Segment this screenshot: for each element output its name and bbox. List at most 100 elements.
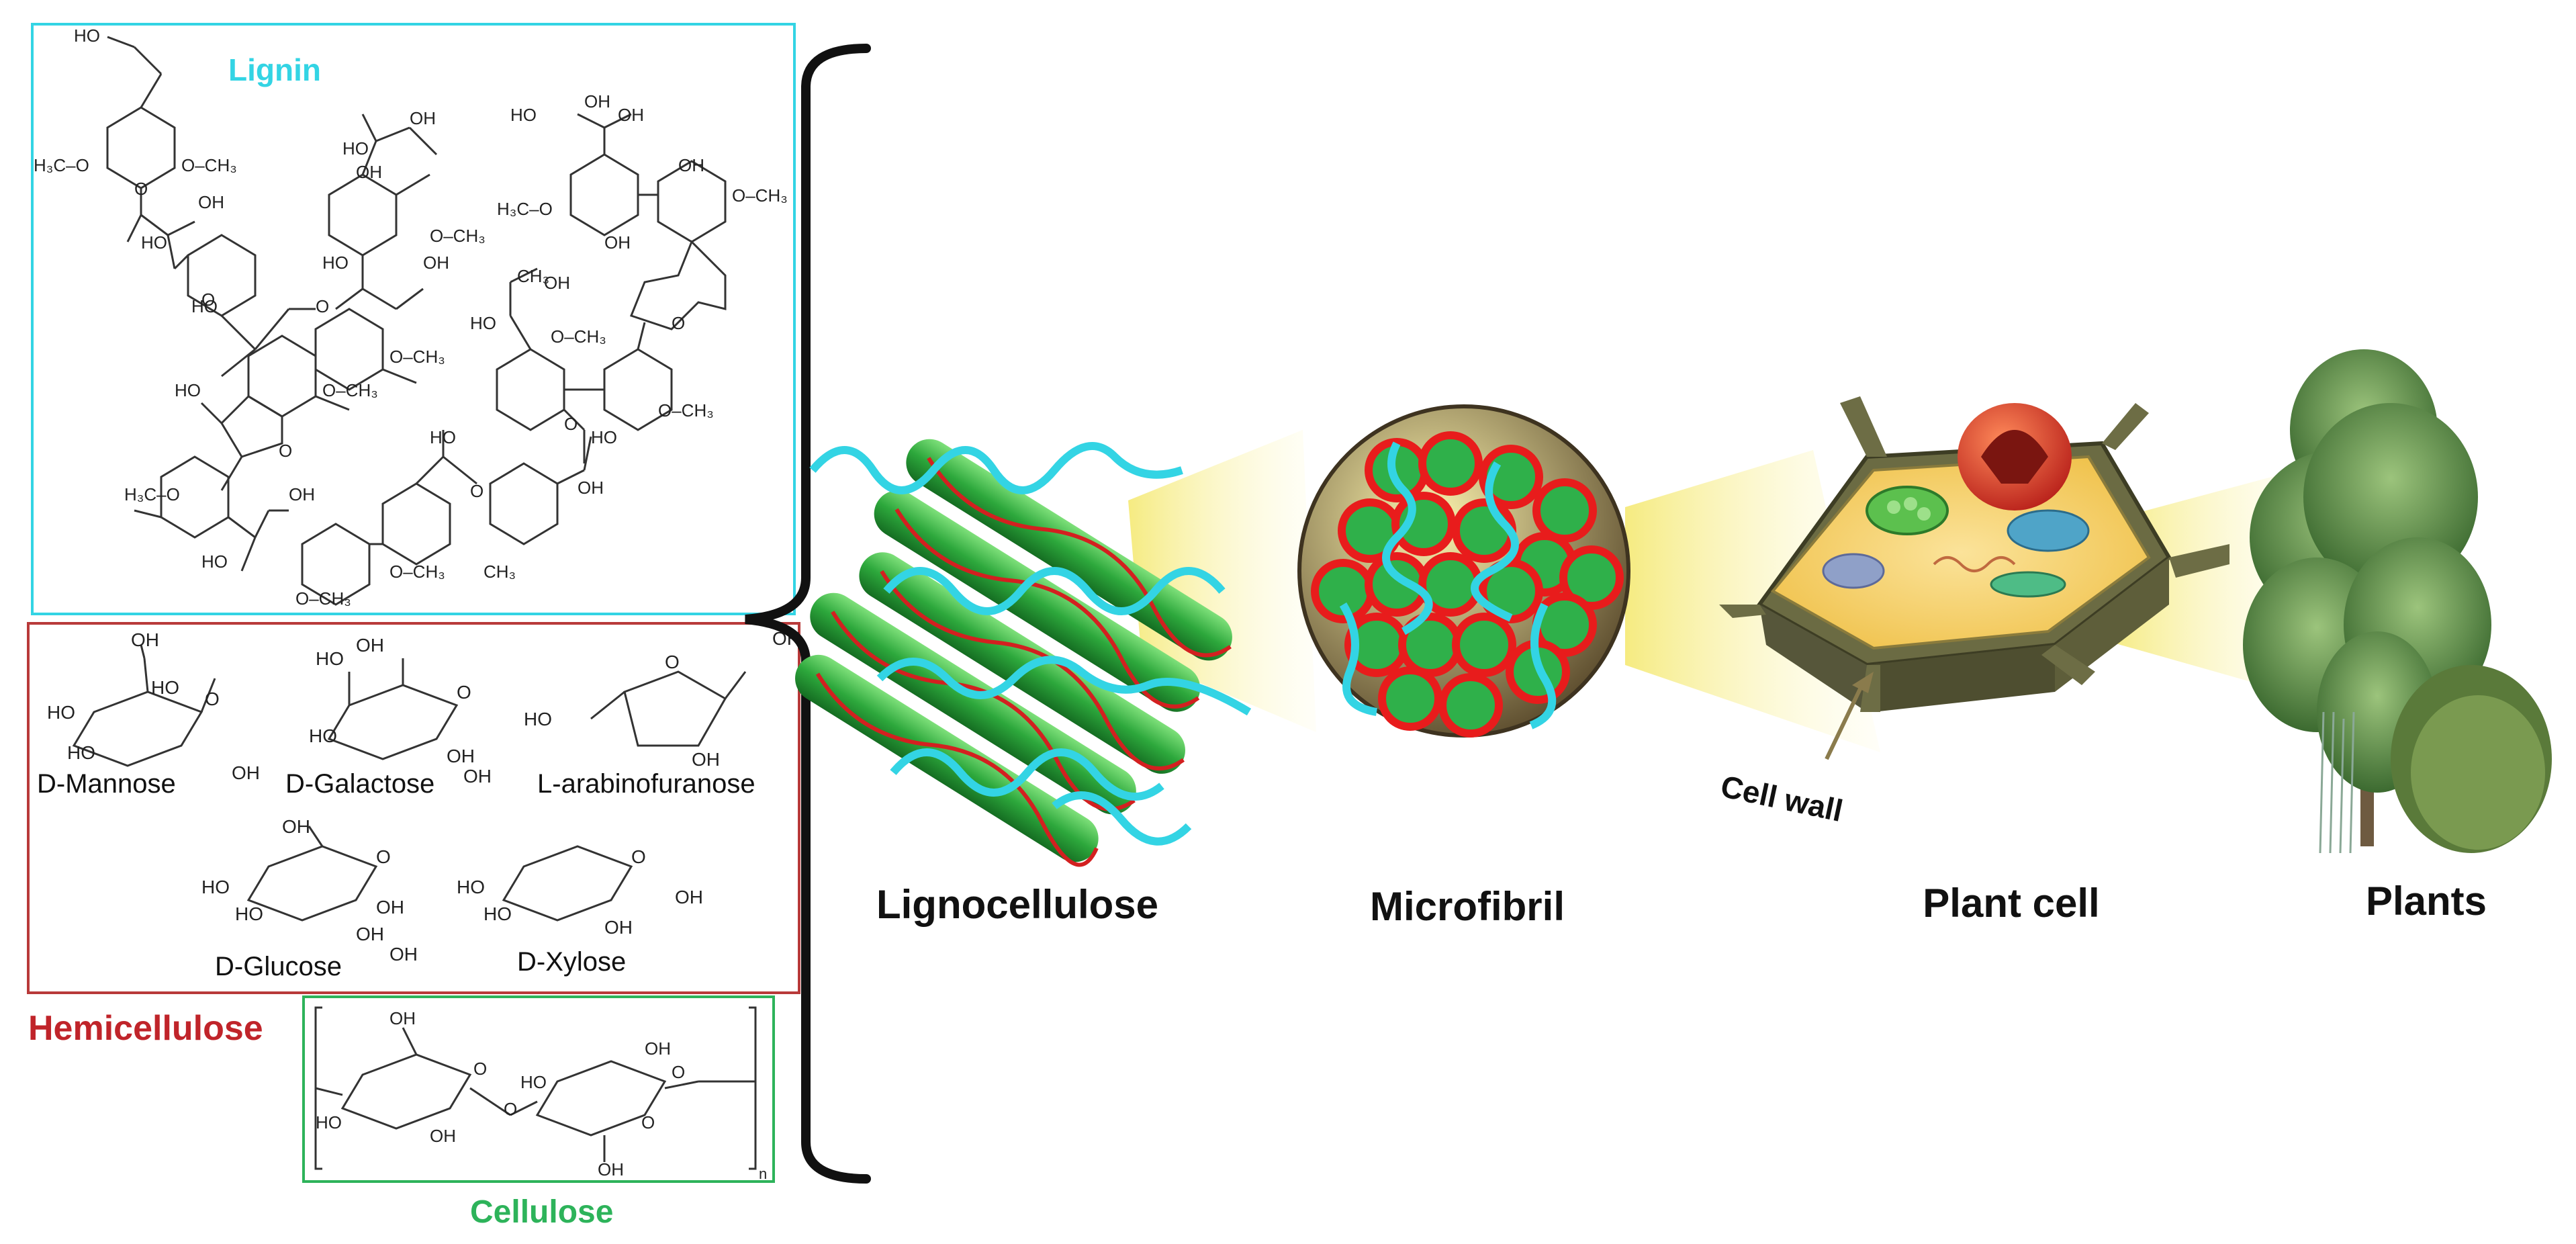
svg-text:O–CH₃: O–CH₃: [389, 347, 445, 367]
svg-text:HO: HO: [309, 725, 337, 746]
microfibril-unit: [1559, 545, 1624, 610]
svg-text:n: n: [759, 1165, 767, 1182]
microfibril-unit: [1452, 498, 1516, 563]
svg-text:OH: OH: [389, 944, 418, 965]
svg-text:O–CH₃: O–CH₃: [551, 326, 606, 347]
svg-text:CH₃: CH₃: [484, 562, 516, 582]
svg-text:HO: HO: [141, 232, 167, 253]
svg-text:OH: OH: [618, 105, 644, 125]
svg-text:OH: OH: [232, 762, 260, 783]
cellulose-atom-labels: OH O HO OH O OH HO O O OH n: [316, 1008, 767, 1182]
svg-text:O: O: [564, 414, 578, 434]
grouping-brace: [745, 44, 871, 1184]
svg-text:O: O: [205, 688, 220, 709]
lignin-box: [31, 23, 796, 615]
svg-text:O: O: [672, 313, 685, 333]
svg-text:CH₃: CH₃: [517, 266, 549, 286]
svg-text:OH: OH: [289, 484, 315, 504]
svg-text:OH: OH: [376, 897, 404, 918]
svg-text:O–CH₃: O–CH₃: [658, 400, 714, 420]
svg-text:O–CH₃: O–CH₃: [389, 562, 445, 582]
sugar-name-mannose: D-Mannose: [37, 769, 176, 799]
svg-text:OH: OH: [131, 629, 159, 650]
svg-text:O–CH₃: O–CH₃: [295, 588, 351, 609]
svg-text:HO: HO: [520, 1072, 547, 1092]
microfibril-unit: [1418, 431, 1483, 496]
svg-text:HO: HO: [74, 26, 100, 46]
sugar-name-arabinofuranose: L-arabinofuranose: [537, 769, 755, 799]
microfibril-unit: [1479, 445, 1543, 509]
microfibril-unit: [1378, 666, 1442, 731]
svg-text:H₃C–O: H₃C–O: [34, 155, 89, 175]
cell-wall-arrowhead: [1852, 672, 1874, 693]
svg-text:OH: OH: [447, 746, 475, 766]
hemicellulose-box: [27, 622, 800, 994]
hemicellulose-panel: Hemicellulose OH HO HO HO O OH: [27, 622, 800, 1048]
svg-text:OH: OH: [678, 155, 704, 175]
svg-text:HO: HO: [591, 427, 617, 447]
svg-text:HO: HO: [524, 709, 552, 729]
svg-text:OH: OH: [675, 887, 703, 907]
svg-text:OH: OH: [645, 1038, 671, 1059]
svg-text:O: O: [201, 290, 215, 310]
svg-text:O: O: [672, 1062, 685, 1082]
hemicellulose-label: Hemicellulose: [28, 1009, 263, 1048]
svg-text:OH: OH: [356, 635, 384, 656]
svg-text:HO: HO: [191, 296, 218, 316]
svg-text:OH: OH: [463, 766, 492, 787]
svg-text:O: O: [641, 1112, 655, 1132]
cellulose-label: Cellulose: [470, 1194, 613, 1230]
svg-text:OH: OH: [356, 162, 382, 182]
microfibril-unit: [1532, 478, 1597, 543]
lignin-structure: [106, 36, 727, 606]
svg-text:H₃C–O: H₃C–O: [124, 484, 180, 504]
svg-text:O: O: [279, 441, 292, 461]
svg-text:OH: OH: [356, 924, 384, 944]
microfibril-unit: [1452, 613, 1516, 677]
svg-text:O–CH₃: O–CH₃: [732, 185, 788, 206]
svg-text:HO: HO: [151, 677, 179, 698]
svg-text:O–CH₃: O–CH₃: [322, 380, 378, 400]
svg-text:H₃C–O: H₃C–O: [497, 199, 553, 219]
lignin-panel: Lignin: [31, 23, 796, 615]
svg-text:HO: HO: [430, 427, 456, 447]
svg-text:OH: OH: [604, 917, 633, 938]
svg-text:HO: HO: [342, 138, 369, 159]
cellulose-panel: Cellulose OH O HO OH O OH HO O O OH n: [302, 995, 775, 1230]
cellulose-box: [302, 995, 775, 1183]
microfibril-unit: [1438, 673, 1503, 738]
svg-text:O: O: [473, 1059, 487, 1079]
svg-text:HO: HO: [47, 702, 75, 723]
svg-text:HO: HO: [201, 551, 228, 572]
cellulose-structure: [314, 1006, 757, 1170]
svg-text:OH: OH: [430, 1126, 456, 1146]
microfibril-illustration: [1297, 404, 1630, 738]
plants-illustration: [2243, 349, 2552, 854]
svg-text:O: O: [457, 682, 471, 703]
sugar-name-glucose: D-Glucose: [215, 952, 342, 981]
svg-text:OH: OH: [604, 232, 631, 253]
svg-text:O: O: [631, 846, 646, 867]
svg-text:HO: HO: [201, 877, 230, 897]
svg-text:HO: HO: [316, 648, 344, 669]
microfibril-unit: [1479, 559, 1543, 623]
svg-text:OH: OH: [692, 749, 720, 770]
cell-wall-arrow: [1825, 680, 1866, 760]
svg-text:OH: OH: [282, 816, 310, 837]
svg-text:HO: HO: [484, 903, 512, 924]
svg-text:OH: OH: [410, 108, 436, 128]
beam-lignocellulose-microfibril: [1128, 430, 1316, 732]
sugar-name-xylose: D-Xylose: [517, 947, 626, 977]
label-lignocellulose: Lignocellulose: [876, 882, 1158, 927]
svg-text:HO: HO: [175, 380, 201, 400]
svg-text:O: O: [376, 846, 391, 867]
lignin-atom-labels: HO H₃C–O O–CH₃ O OH HO O HO O HO OH OH O…: [34, 26, 788, 609]
sugar-name-galactose: D-Galactose: [285, 769, 434, 799]
label-microfibril: Microfibril: [1370, 884, 1565, 929]
sugar-names: D-Mannose D-Galactose L-arabinofuranose …: [37, 769, 755, 981]
svg-text:HO: HO: [322, 253, 349, 273]
lignin-label: Lignin: [228, 52, 321, 87]
svg-text:OH: OH: [198, 192, 224, 212]
svg-text:HO: HO: [235, 903, 263, 924]
